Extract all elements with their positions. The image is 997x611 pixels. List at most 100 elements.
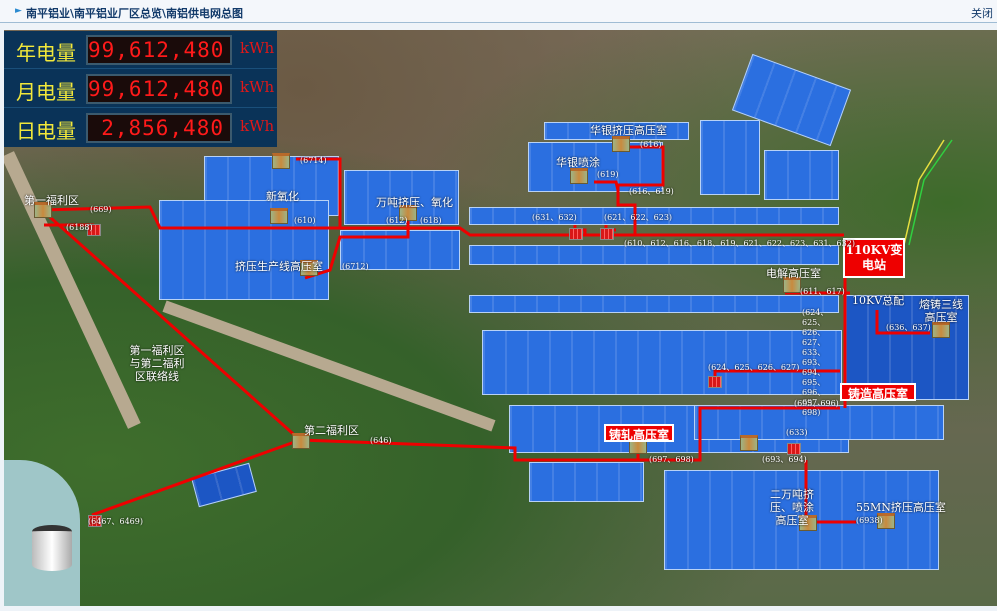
building	[469, 295, 839, 313]
meter-row-day: 日电量 2,856,480 kWh	[4, 109, 277, 147]
tie-line	[41, 208, 301, 442]
station-label: 二万吨挤压、喷涂高压室	[770, 488, 814, 527]
station-label: 万吨挤压、氧化	[376, 196, 453, 209]
meter-unit: kWh	[240, 117, 275, 135]
transformer-icon[interactable]	[570, 168, 588, 184]
transformer-icon[interactable]	[270, 208, 288, 224]
feeder-code: (636、637)	[886, 323, 931, 332]
building	[544, 122, 689, 140]
feeder-code: (6712)	[342, 262, 369, 271]
meter-unit: kWh	[240, 78, 275, 96]
feeder-line	[875, 310, 930, 335]
transformer-icon[interactable]	[399, 205, 417, 221]
feeder-line	[296, 157, 342, 228]
feeder-line	[41, 205, 844, 237]
feeder-code: (631、632)	[532, 213, 577, 222]
transformer-icon[interactable]	[292, 433, 310, 449]
building	[700, 120, 760, 195]
feeder-code: (697、698)	[649, 455, 694, 464]
castroll-hv-room[interactable]: 铸轧高压室	[604, 424, 674, 442]
transformer-icon[interactable]	[799, 515, 817, 531]
station-label: 55MN挤压高压室	[856, 501, 946, 514]
feeder-code: (695、696)	[794, 399, 839, 408]
station-label: 华银喷涂	[556, 156, 600, 169]
feeder-code: (669)	[90, 205, 112, 214]
feeder-code: (619)	[597, 170, 619, 179]
power-grid-map: 华银挤压高压室 华银喷涂 新氧化 万吨挤压、氧化 第一福利区 挤压生产线高压室 …	[4, 30, 997, 606]
station-label: 熔铸三线高压室	[919, 298, 963, 324]
feeder-code: (624、625、626、627)	[708, 363, 800, 372]
header-bar: ► 南平铝业\南平铝业厂区总览\南铝供电网总图 关闭	[0, 0, 997, 23]
feeder-code: (646)	[370, 436, 392, 445]
building	[344, 170, 459, 225]
close-button[interactable]: 关闭	[971, 7, 993, 20]
station-label: 10KV总配	[852, 294, 905, 307]
transformer-icon[interactable]	[272, 153, 290, 169]
breadcrumb[interactable]: 南平铝业\南平铝业厂区总览\南铝供电网总图	[26, 7, 244, 20]
meter-row-month: 月电量 99,612,480 kWh	[4, 70, 277, 108]
station-label: 华银挤压高压室	[590, 124, 667, 137]
feeder-code: (610、612、616、618、619、621、622、623、631、632…	[624, 239, 855, 248]
feeder-code: (6188)	[66, 223, 93, 232]
transformer-icon[interactable]	[612, 136, 630, 152]
building	[529, 462, 644, 502]
transformer-icon[interactable]	[34, 202, 52, 218]
station-label: 挤压生产线高压室	[235, 260, 323, 273]
feeder-code: (610)	[294, 216, 316, 225]
switch-icon[interactable]	[708, 376, 722, 388]
feeder-line	[304, 228, 410, 280]
meter-label: 年电量	[16, 41, 76, 65]
power-lines	[41, 139, 953, 524]
feeder-line	[91, 438, 301, 517]
transformer-icon[interactable]	[740, 435, 758, 451]
meter-row-year: 年电量 99,612,480 kWh	[4, 31, 277, 69]
switch-icon[interactable]	[569, 228, 583, 240]
station-label: 电解高压室	[766, 267, 821, 280]
feeder-code: (633)	[786, 428, 808, 437]
station-label: 第一福利区与第二福利区联络线	[129, 344, 185, 383]
building	[482, 330, 842, 395]
switch-icon[interactable]	[87, 224, 101, 236]
building	[159, 200, 329, 300]
feeder-code: (616、619)	[629, 187, 674, 196]
breadcrumb-arrow-icon: ►	[15, 6, 22, 16]
building	[844, 295, 969, 400]
energy-meter-panel: 年电量 99,612,480 kWh 月电量 99,612,480 kWh 日电…	[4, 31, 277, 147]
feeder-line	[713, 369, 840, 378]
storage-tank	[32, 525, 72, 571]
feeder-code: (6938)	[856, 516, 883, 525]
building	[694, 405, 944, 440]
casting-hv-room[interactable]: 铸造高压室	[840, 383, 916, 401]
feeder-code: (693、694)	[762, 455, 807, 464]
building	[469, 207, 839, 225]
feeder-code: (624、625、626、627、633、693、694、695、696、697…	[802, 308, 829, 417]
feeder-code: (612)	[386, 216, 408, 225]
feeder-code: (6714)	[300, 156, 327, 165]
substation-110kv[interactable]: 110KV变电站	[843, 238, 905, 278]
switch-icon[interactable]	[787, 443, 801, 455]
switch-icon[interactable]	[600, 228, 614, 240]
transformer-icon[interactable]	[877, 513, 895, 529]
feeder-line	[594, 180, 620, 191]
meter-label: 日电量	[16, 119, 76, 143]
feeder-line	[299, 406, 840, 462]
transformer-icon[interactable]	[783, 277, 801, 293]
transformer-icon[interactable]	[932, 322, 950, 338]
building	[764, 150, 839, 200]
meter-label: 月电量	[16, 80, 76, 104]
meter-value: 2,856,480	[86, 113, 232, 143]
station-label: 第一福利区	[24, 194, 79, 207]
meter-unit: kWh	[240, 39, 275, 57]
transformer-icon[interactable]	[300, 260, 318, 276]
feeder-code: (616)	[640, 140, 662, 149]
feeder-code: (618)	[420, 216, 442, 225]
feeder-code: (6467、6469)	[88, 517, 143, 526]
feeder-code: (621、622、623)	[604, 213, 673, 222]
meter-value: 99,612,480	[86, 74, 232, 104]
switch-icon[interactable]	[88, 515, 102, 527]
meter-value: 99,612,480	[86, 35, 232, 65]
station-label: 第二福利区	[304, 424, 359, 437]
building	[469, 245, 839, 265]
feeder-code: (611、617)	[800, 287, 845, 296]
station-label: 新氧化	[266, 190, 299, 203]
